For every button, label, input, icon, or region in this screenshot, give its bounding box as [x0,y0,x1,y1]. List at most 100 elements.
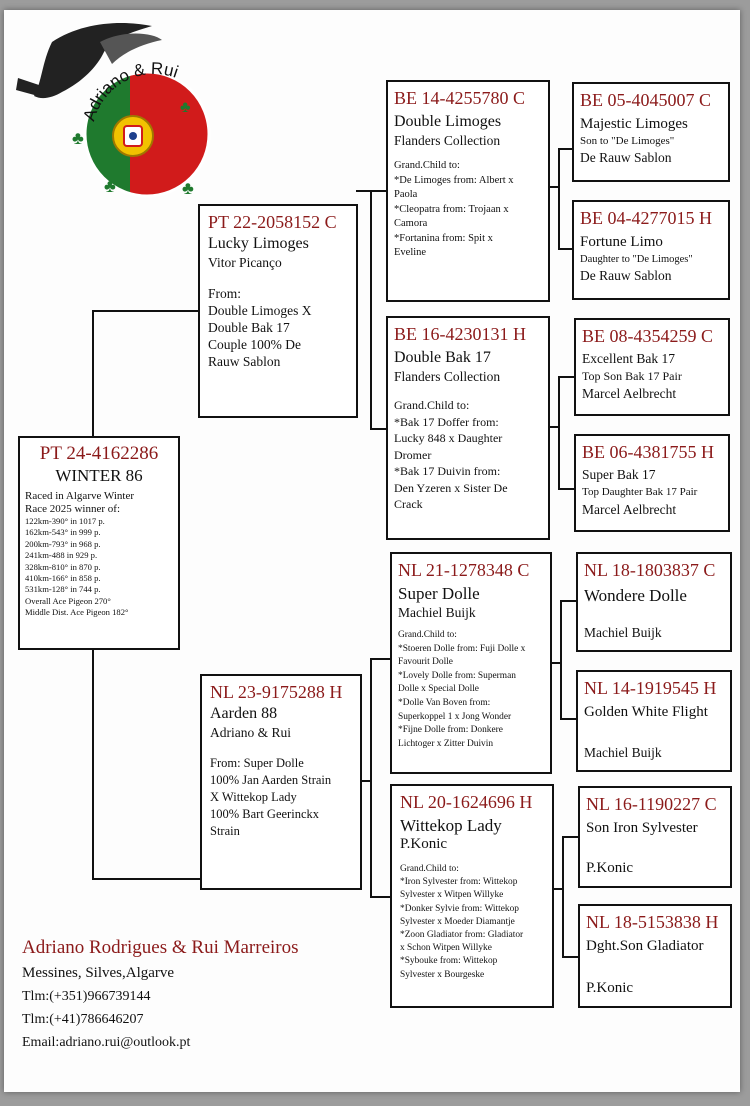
note-line: *Bak 17 Doffer from: [394,414,499,429]
dam-sire-card: NL 21-1278348 C Super Dolle Machiel Buij… [390,552,552,774]
pigeon-name: Wittekop Lady [400,816,502,835]
result-item: 531km-128° in 744 p. [25,584,101,595]
result-item: 410km-166° in 858 p. [25,573,101,584]
sds-card: BE 08-4354259 C Excellent Bak 17 Top Son… [574,318,730,416]
breeder-name: Flanders Collection [394,133,501,148]
pigeon-detail: Son to "De Limoges" [580,135,675,147]
connector [558,248,572,250]
connector [370,658,372,898]
connector [562,836,564,958]
note-line: Grand.Child to: [400,864,459,874]
connector [562,836,578,838]
dds-card: NL 16-1190227 C Son Iron Sylvester P.Kon… [578,786,732,888]
note-line: Rauw Sablon [208,354,281,369]
svg-text:♣: ♣ [180,99,191,116]
connector [370,896,390,898]
result-item: 200km-793° in 968 p. [25,538,101,549]
note-line: Grand.Child to: [398,630,457,640]
ring-number: BE 08-4354259 C [582,326,714,346]
breeder-name: Vitor Picanço [208,255,282,270]
connector [562,956,578,958]
ddd-card: NL 18-5153838 H Dght.Son Gladiator P.Kon… [578,904,732,1008]
ring-number: NL 21-1278348 C [398,560,530,580]
connector [92,648,94,880]
breeder-name: Marcel Aelbrecht [582,502,677,517]
note-line: Couple 100% De [208,337,301,352]
pigeon-name: Aarden 88 [210,705,278,722]
breeder-name: Marcel Aelbrecht [582,386,677,401]
ring-number: NL 18-5153838 H [586,912,719,932]
owner-names: Adriano Rodrigues & Rui Marreiros [22,937,299,958]
note-line: *Iron Sylvester from: Wittekop [400,877,518,888]
note-line: Favourit Dolle [398,657,453,668]
pigeon-name: WINTER 86 [55,466,143,485]
result-item: 162km-543° in 999 p. [25,527,101,538]
connector [92,310,200,312]
svg-text:♣: ♣ [72,128,84,148]
ring-number: PT 24-4162286 [39,443,159,464]
note-line: *Donker Sylvie from: Wittekop [400,903,519,914]
pedigree-sheet: ♣ ♣ ♣ ♣ Adriano & Rui PT 24-41622 [4,10,740,1092]
breeder-name: P.Konic [400,836,448,852]
ring-number: NL 20-1624696 H [400,792,533,812]
pigeon-name: Dght.Son Gladiator [586,938,704,954]
logo: ♣ ♣ ♣ ♣ Adriano & Rui [12,12,222,202]
pigeon-name: Wondere Dolle [584,586,687,605]
note-line: *Bak 17 Duivin from: [394,464,501,478]
ring-number: BE 16-4230131 H [394,324,526,344]
note-line: Sylvester x Moeder Diamantje [400,916,515,927]
breeder-name: Machiel Buijk [584,625,662,640]
note-line: *Cleopatra from: Trojaan x [394,203,509,215]
note-line: Strain [210,824,240,838]
sire-card: PT 22-2058152 C Lucky Limoges Vitor Pica… [198,204,358,418]
note-line: Camora [394,218,428,229]
pigeon-name: Excellent Bak 17 [582,351,675,366]
pigeon-name: Son Iron Sylvester [586,820,698,836]
ring-number: NL 18-1803837 C [584,560,716,580]
email-address: Email:adriano.rui@outlook.pt [22,1035,191,1050]
sire-dam-card: BE 16-4230131 H Double Bak 17 Flanders C… [386,316,550,540]
connector [370,190,386,192]
ring-number: BE 06-4381755 H [582,442,714,462]
note-line: Lucky 848 x Daughter [394,431,503,445]
breeder-name: P.Konic [586,860,634,876]
ssd-card: BE 04-4277015 H Fortune Limo Daughter to… [572,200,730,300]
connector [551,662,562,664]
note-line: x Schon Witpen Willyke [400,943,492,954]
pigeon-detail: Top Daughter Bak 17 Pair [582,486,698,498]
note-line: Grand.Child to: [394,398,470,412]
note-line: X Wittekop Lady [210,790,297,804]
pigeon-name: Double Bak 17 [394,349,491,366]
note-line: *Dolle Van Boven from: [398,697,491,708]
connector [558,376,560,490]
subject-intro-line: Race 2025 winner of: [25,503,120,515]
sdd-card: BE 06-4381755 H Super Bak 17 Top Daughte… [574,434,730,532]
dss-card: NL 18-1803837 C Wondere Dolle Machiel Bu… [576,552,732,652]
connector [370,658,390,660]
breeder-name: Flanders Collection [394,369,501,384]
note-line: Paola [394,189,418,200]
ring-number: PT 22-2058152 C [208,212,337,232]
svg-text:♣: ♣ [182,178,194,198]
sss-card: BE 05-4045007 C Majestic Limoges Son to … [572,82,730,182]
note-line: From: Super Dolle [210,756,304,770]
connector [560,718,576,720]
subject-intro-line: Raced in Algarve Winter [25,490,135,502]
note-line: 100% Bart Geerinckx [210,807,319,821]
breeder-name: P.Konic [586,980,634,996]
note-line: *Fijne Dolle from: Donkere [398,725,503,736]
connector [553,888,564,890]
note-line: Eveline [394,247,427,258]
result-item: 241km-488 in 929 p. [25,550,98,561]
connector [558,148,560,250]
connector [370,190,372,430]
ring-number: BE 14-4255780 C [394,88,526,108]
connector [356,190,372,192]
breeder-name: De Rauw Sablon [580,150,672,165]
owner-address: Messines, Silves,Algarve [22,965,175,981]
pigeon-name: Golden White Flight [584,704,708,720]
connector [92,310,94,440]
ring-number: NL 23-9175288 H [210,682,343,702]
note-line: *Sybouke from: Wittekop [400,956,498,967]
breeder-name: Machiel Buijk [398,605,476,620]
